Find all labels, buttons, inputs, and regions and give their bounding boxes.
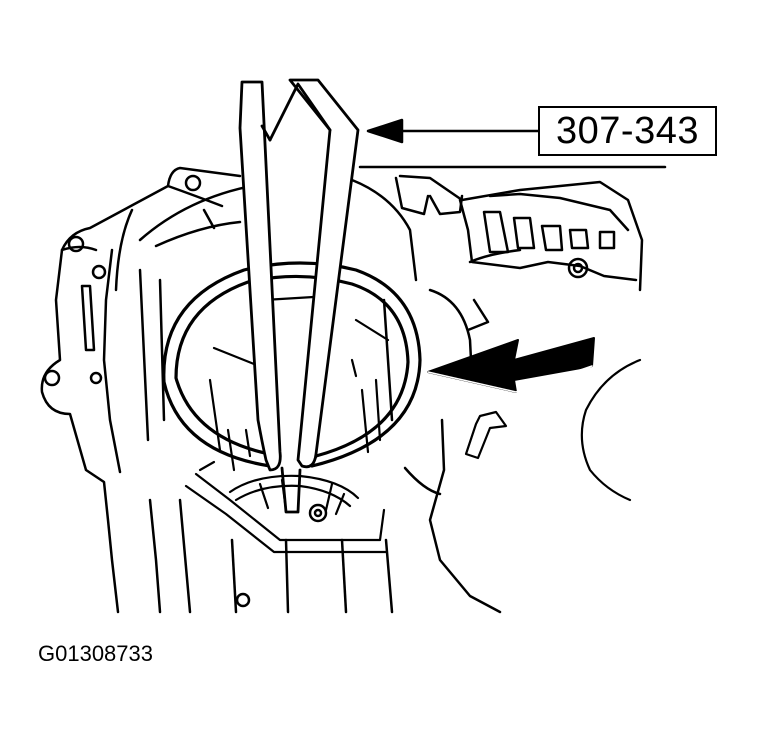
tool-number-callout: 307-343 xyxy=(538,106,717,156)
tool-number-label: 307-343 xyxy=(556,110,699,152)
tool-callout-leader xyxy=(366,118,540,144)
transmission-case xyxy=(40,166,644,614)
case-bolt-holes xyxy=(43,174,589,608)
clutch-assembly xyxy=(184,294,390,554)
snap-ring-indicator-arrow xyxy=(427,337,595,393)
snap-ring xyxy=(162,261,422,468)
adjacent-component-outline xyxy=(464,358,642,502)
snap-ring-pliers-tool xyxy=(238,78,360,514)
flange-slots xyxy=(80,176,630,352)
figure-id-label: G01308733 xyxy=(38,641,153,666)
